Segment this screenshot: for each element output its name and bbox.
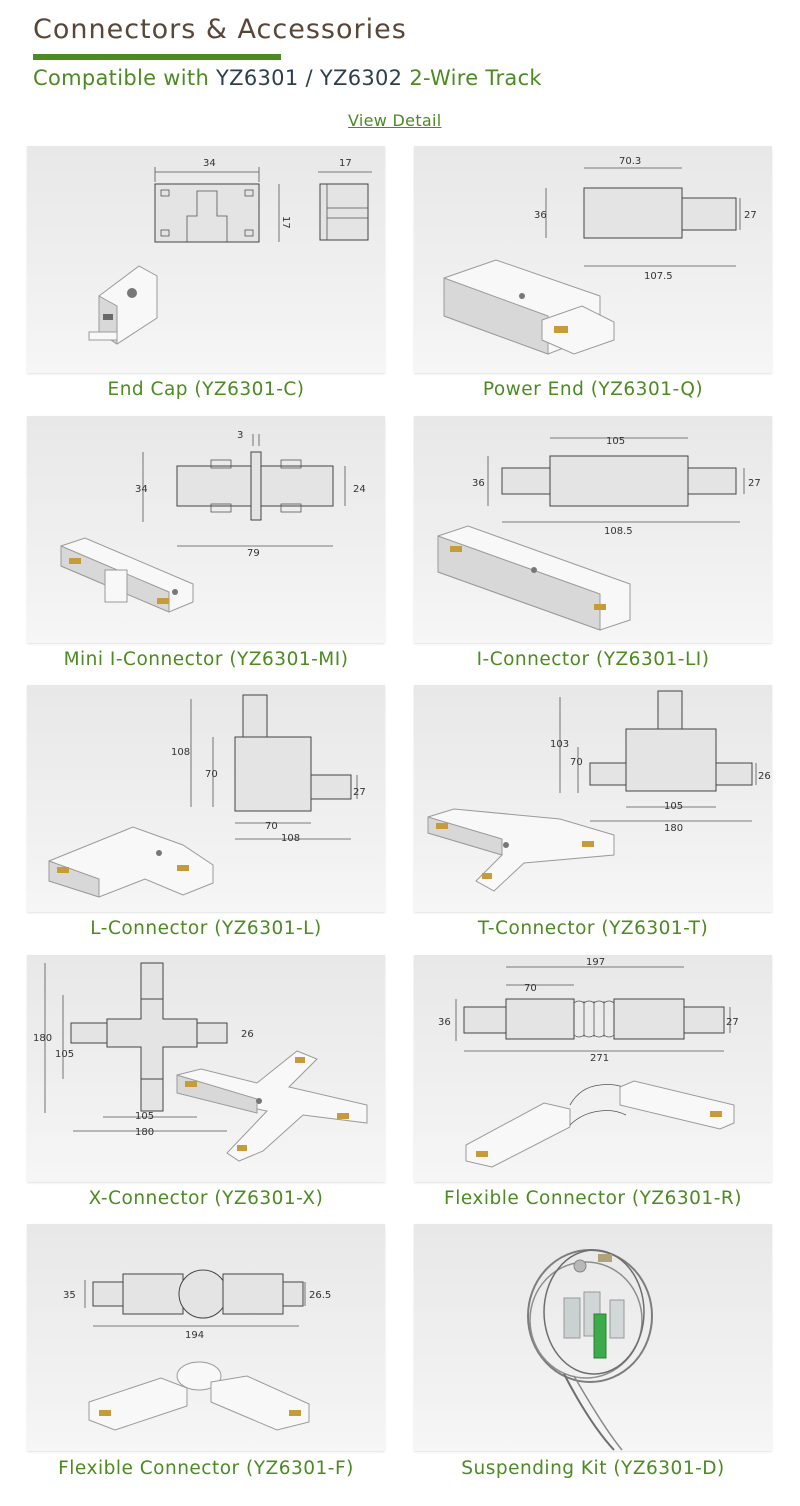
dim-label: 3 <box>237 430 243 441</box>
label-end-cap: End Cap (YZ6301-C) <box>107 379 305 400</box>
dim-label: 180 <box>135 1127 154 1138</box>
dim-label: 194 <box>185 1330 204 1341</box>
product-card-mini-i-connector[interactable]: 3 34 24 79 <box>27 416 385 643</box>
dim-label: 108 <box>281 833 300 844</box>
dim-label: 34 <box>203 158 216 169</box>
x-connector-drawing: 180 105 26 105 180 <box>33 962 368 1162</box>
product-card-power-end[interactable]: 70.3 36 27 107.5 <box>414 146 772 373</box>
dim-label: 108.5 <box>604 526 633 537</box>
end-cap-drawing: 34 17 17 <box>88 158 372 345</box>
subtitle-prefix: Compatible with <box>33 66 210 90</box>
dim-label: 35 <box>63 1290 76 1301</box>
label-suspending-kit: Suspending Kit (YZ6301-D) <box>461 1458 725 1479</box>
subtitle-suffix: 2-Wire Track <box>409 66 542 90</box>
dim-label: 17 <box>339 158 352 169</box>
label-l-connector: L-Connector (YZ6301-L) <box>90 918 322 939</box>
dim-label: 105 <box>664 801 683 812</box>
dim-label: 180 <box>664 823 683 834</box>
mini-i-connector-drawing: 3 34 24 79 <box>60 430 366 613</box>
title-underline <box>33 54 281 60</box>
label-flexible-connector-f: Flexible Connector (YZ6301-F) <box>58 1458 354 1479</box>
dim-label: 24 <box>353 484 366 495</box>
product-card-i-connector[interactable]: 105 36 27 108.5 <box>414 416 772 643</box>
dim-label: 36 <box>534 210 547 221</box>
dim-label: 108 <box>171 747 190 758</box>
dim-label: 27 <box>353 787 366 798</box>
label-i-connector: I-Connector (YZ6301-LI) <box>476 649 710 670</box>
dim-label: 107.5 <box>644 271 673 282</box>
product-card-t-connector[interactable]: 103 70 26 105 180 <box>414 685 772 912</box>
dim-label: 105 <box>55 1049 74 1060</box>
power-end-drawing: 70.3 36 27 107.5 <box>443 156 757 355</box>
dim-label: 26 <box>758 771 771 782</box>
dim-label: 197 <box>586 957 605 968</box>
dim-label: 27 <box>748 478 761 489</box>
page-title: Connectors & Accessories <box>33 14 407 45</box>
dim-label: 36 <box>438 1017 451 1028</box>
dim-label: 103 <box>550 739 569 750</box>
page-subtitle: Compatible with YZ6301 / YZ6302 2-Wire T… <box>33 66 542 90</box>
dim-label: 70 <box>570 757 583 768</box>
dim-label: 26.5 <box>309 1290 331 1301</box>
dim-label: 26 <box>241 1029 254 1040</box>
model-yz6301: YZ6301 <box>216 66 299 90</box>
product-card-flexible-connector-r[interactable]: 197 70 36 27 271 <box>414 955 772 1182</box>
product-card-x-connector[interactable]: 180 105 26 105 180 <box>27 955 385 1182</box>
suspending-kit-photo <box>527 1249 653 1451</box>
label-mini-i-connector: Mini I-Connector (YZ6301-MI) <box>63 649 349 670</box>
i-connector-drawing: 105 36 27 108.5 <box>437 436 761 631</box>
dim-label: 17 <box>280 216 291 229</box>
label-flexible-connector-r: Flexible Connector (YZ6301-R) <box>444 1188 742 1209</box>
dim-label: 79 <box>247 548 260 559</box>
flexible-connector-r-drawing: 197 70 36 27 271 <box>438 957 739 1168</box>
dim-label: 27 <box>726 1017 739 1028</box>
dim-label: 70 <box>524 983 537 994</box>
dim-label: 70 <box>205 769 218 780</box>
l-connector-drawing: 108 70 27 70 108 <box>48 694 366 898</box>
dim-label: 27 <box>744 210 757 221</box>
dim-label: 105 <box>606 436 625 447</box>
product-card-end-cap[interactable]: 34 17 17 <box>27 146 385 373</box>
view-detail-link[interactable]: View Detail <box>348 111 442 130</box>
subtitle-separator: / <box>305 66 313 90</box>
product-card-flexible-connector-f[interactable]: 35 26.5 194 <box>27 1224 385 1451</box>
dim-label: 70 <box>265 821 278 832</box>
label-x-connector: X-Connector (YZ6301-X) <box>88 1188 324 1209</box>
dim-label: 34 <box>135 484 148 495</box>
t-connector-drawing: 103 70 26 105 180 <box>427 690 771 892</box>
dim-label: 271 <box>590 1053 609 1064</box>
product-card-suspending-kit[interactable] <box>414 1224 772 1451</box>
dim-label: 70.3 <box>619 156 641 167</box>
label-t-connector: T-Connector (YZ6301-T) <box>477 918 709 939</box>
flexible-connector-f-drawing: 35 26.5 194 <box>63 1269 331 1431</box>
dim-label: 105 <box>135 1111 154 1122</box>
model-yz6302: YZ6302 <box>319 66 403 90</box>
product-card-l-connector[interactable]: 108 70 27 70 108 <box>27 685 385 912</box>
dim-label: 36 <box>472 478 485 489</box>
label-power-end: Power End (YZ6301-Q) <box>482 379 704 400</box>
dim-label: 180 <box>33 1033 52 1044</box>
